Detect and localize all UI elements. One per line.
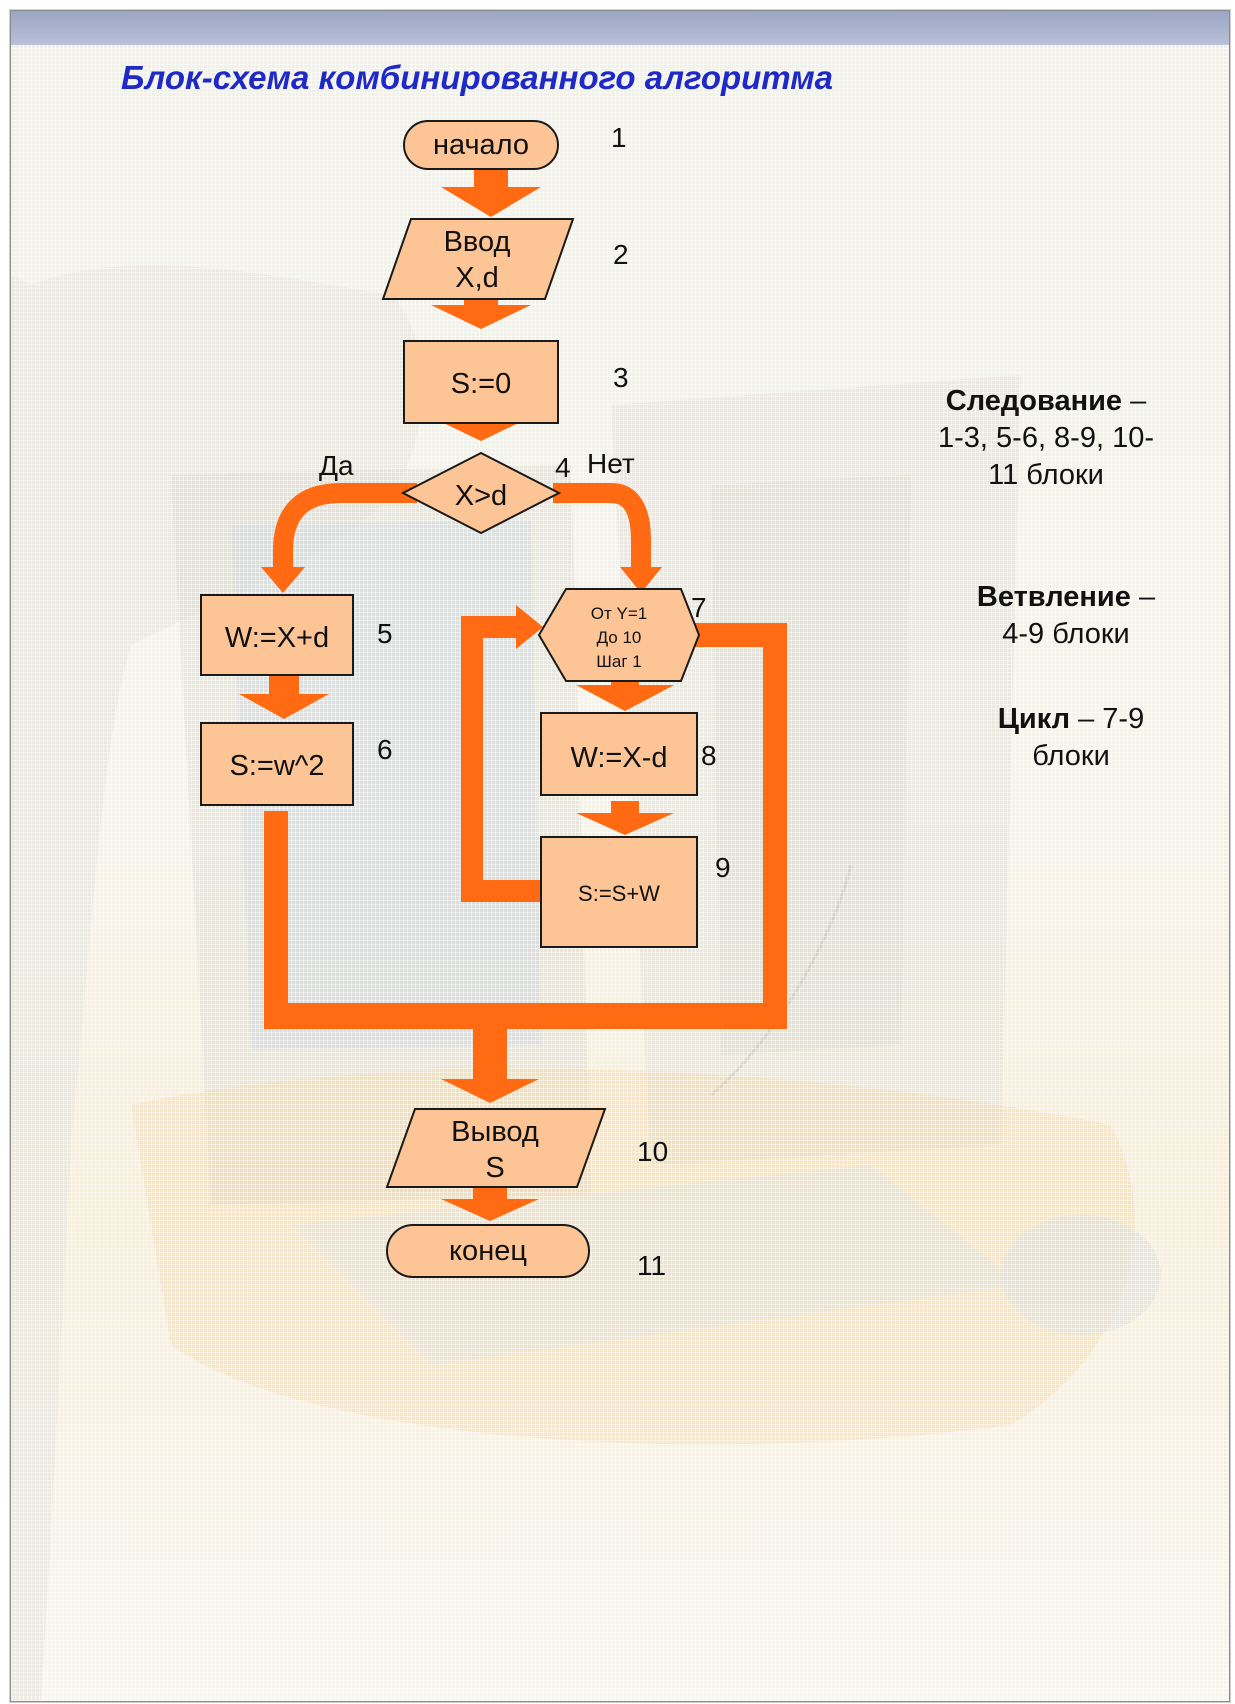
legend-sequence-line3: 11 блоки (881, 457, 1211, 494)
legend-sequence-term: Следование (946, 385, 1122, 417)
start-label: начало (433, 129, 529, 161)
block-sum: S:=S+W 9 (541, 837, 731, 947)
block-number-10: 10 (637, 1136, 668, 1167)
legend-branch-line2: 4-9 блоки (931, 616, 1201, 653)
loop-line3: Шаг 1 (596, 652, 641, 671)
diff-label: W:=X-d (571, 742, 668, 774)
arrow-yes-branch (283, 493, 417, 571)
arrow-start-to-input-head (441, 187, 541, 217)
block-number-3: 3 (613, 362, 629, 393)
loop-line1: От Y=1 (591, 604, 647, 623)
legend-branch-dash: – (1131, 581, 1155, 613)
arrow-loop-back-head (516, 605, 543, 649)
arrow-output-to-end-head (441, 1199, 539, 1221)
arrow-diff-to-sum-head (576, 813, 674, 835)
arrow-loop-exit (695, 635, 775, 1017)
end-label: конец (449, 1235, 527, 1267)
arrow-no-branch (553, 493, 641, 571)
legend-cycle-term: Цикл (998, 703, 1070, 735)
block-loop: От Y=1 До 10 Шаг 1 7 (539, 589, 707, 681)
arrow-merge-to-output (473, 1027, 507, 1081)
block-number-1: 1 (611, 122, 627, 153)
input-line2: X,d (455, 262, 499, 294)
arrow-loop-back (472, 627, 541, 891)
block-number-11: 11 (637, 1250, 666, 1281)
no-label: Нет (587, 448, 635, 479)
block-number-6: 6 (377, 734, 393, 765)
legend-cycle: Цикл – 7-9 блоки (951, 701, 1191, 775)
block-assign-w: W:=X+d 5 (201, 595, 393, 675)
init-label: S:=0 (451, 368, 511, 400)
block-number-5: 5 (377, 618, 393, 649)
block-number-9: 9 (715, 852, 731, 883)
output-line2: S (485, 1152, 504, 1184)
block-number-2: 2 (613, 239, 629, 270)
block-number-8: 8 (701, 740, 717, 771)
flowchart: начало 1 Ввод X,d 2 S:=0 3 X>d 4 Да Нет (11, 11, 1229, 1701)
arrow-diff-to-sum (611, 801, 639, 815)
arrow-yes-branch-head (261, 567, 305, 593)
arrow-assignw-to-square-head (239, 694, 329, 719)
block-diff: W:=X-d 8 (541, 713, 717, 795)
block-input: Ввод X,d 2 (383, 219, 629, 299)
block-init: S:=0 3 (404, 341, 629, 423)
block-end: конец 11 (387, 1225, 666, 1281)
output-line1: Вывод (451, 1116, 539, 1148)
loop-line2: До 10 (597, 628, 642, 647)
block-number-4: 4 (555, 452, 571, 483)
arrow-loop-to-diff-head (576, 685, 674, 711)
legend-branch: Ветвление – 4-9 блоки (931, 579, 1201, 653)
legend-sequence-dash: – (1122, 385, 1146, 417)
block-square: S:=w^2 6 (201, 723, 393, 805)
sum-label: S:=S+W (578, 881, 660, 906)
yes-label: Да (319, 450, 354, 481)
square-label: S:=w^2 (229, 750, 324, 782)
block-output: Вывод S 10 (387, 1109, 668, 1187)
arrow-merge-to-output-head (441, 1079, 539, 1103)
block-number-7: 7 (691, 592, 707, 623)
input-line1: Ввод (444, 226, 511, 258)
legend-branch-term: Ветвление (977, 581, 1131, 613)
legend-sequence: Следование – 1-3, 5-6, 8-9, 10- 11 блоки (881, 383, 1211, 494)
merge-line (264, 1003, 787, 1029)
legend-sequence-line2: 1-3, 5-6, 8-9, 10- (881, 420, 1211, 457)
slide: Блок-схема комбинированного алгоритма (10, 10, 1230, 1702)
arrow-input-to-init-head (431, 305, 531, 329)
block-start: начало 1 (404, 121, 627, 169)
legend-cycle-dash: – 7-9 (1070, 703, 1144, 735)
condition-label: X>d (455, 480, 507, 512)
legend-cycle-line2: блоки (951, 738, 1191, 775)
assign-w-label: W:=X+d (225, 622, 329, 654)
connector-arrows (239, 151, 787, 1221)
